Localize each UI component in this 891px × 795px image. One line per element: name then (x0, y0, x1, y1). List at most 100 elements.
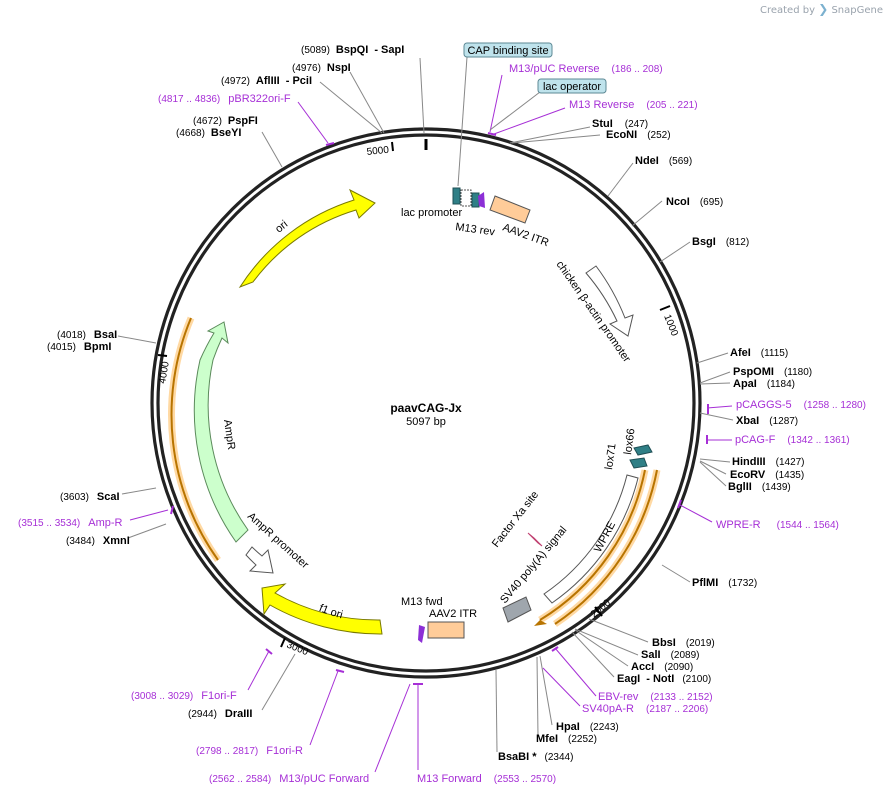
site-scai[interactable]: (3603)ScaI (60, 491, 120, 503)
box-lac-operator[interactable] (537, 78, 607, 94)
site-stui[interactable]: StuI(247) (592, 118, 648, 130)
primer-marks (265, 132, 709, 685)
site-nspi[interactable]: (4976)NspI (292, 62, 351, 74)
site-draiii[interactable]: (2944)DraIII (188, 708, 252, 720)
feature-ampr[interactable] (193, 321, 249, 543)
pmark-pbr322 (325, 142, 335, 146)
primer-wpre-r[interactable]: WPRE-R(1544 .. 1564) (716, 519, 839, 531)
primer-amp-r[interactable]: (3515 .. 3534)Amp-R (18, 517, 123, 529)
feature-sv40-polya[interactable] (502, 596, 532, 623)
leader-hpai (539, 655, 553, 726)
tick-label-1000: 1000 (661, 313, 680, 338)
pleader-sv40pa-r (542, 667, 581, 707)
box-cap-binding-site[interactable] (463, 42, 553, 58)
primer-mark-amp-r (170, 505, 174, 515)
leader-bsgi (659, 241, 691, 263)
pleader-wpre-r (679, 504, 713, 523)
feature-ampr-promoter[interactable] (245, 546, 274, 574)
feature-label-factor-xa: Factor Xa site (490, 489, 541, 550)
feature-wpre[interactable] (543, 474, 639, 604)
leader-afei (696, 352, 729, 364)
site-xmni[interactable]: (3484)XmnI (66, 535, 130, 547)
site-bsai[interactable]: (4018)BsaI (57, 329, 117, 341)
feature-f1-ori[interactable] (261, 583, 383, 635)
leader-hindiii (699, 458, 731, 463)
site-afliii[interactable]: (4972)AflIII- PciI (221, 75, 312, 87)
site-pspfi[interactable]: (4672)PspFI (193, 115, 258, 127)
leader-pflmi (661, 564, 691, 583)
primer-f1ori-r[interactable]: (2798 .. 2817)F1ori-R (196, 745, 303, 757)
leader-stui (509, 126, 591, 144)
label-cap-binding-site: CAP binding site (467, 45, 548, 57)
primer-m13puc-forward[interactable]: (2562 .. 2584)M13/pUC Forward (209, 773, 369, 785)
site-ecorv[interactable]: EcoRV(1435) (730, 469, 804, 481)
site-sali[interactable]: SalI(2089) (641, 649, 699, 661)
leader-sali (574, 628, 639, 656)
site-apai[interactable]: ApaI(1184) (733, 378, 795, 390)
leader-nspi (349, 71, 385, 134)
site-bpmi[interactable]: (4015)BpmI (47, 341, 111, 353)
leader-cap (457, 56, 468, 187)
feature-lox71[interactable] (629, 457, 648, 469)
tick-5000 (391, 141, 394, 152)
leader-scai (121, 487, 157, 495)
site-ncoi[interactable]: NcoI(695) (666, 196, 723, 208)
feature-lox66[interactable] (633, 444, 653, 456)
feature-aav2-itr-top[interactable] (489, 195, 531, 224)
feature-chicken-actin-promoter[interactable] (585, 265, 634, 337)
site-ndei[interactable]: NdeI(569) (635, 155, 692, 167)
site-bbsi[interactable]: BbsI(2019) (652, 637, 715, 649)
primer-pcag-f[interactable]: pCAG-F(1342 .. 1361) (735, 434, 850, 446)
leader-bspqi (419, 57, 425, 134)
feature-lac-operator[interactable] (471, 192, 480, 208)
feature-label-m13-rev: M13 rev (455, 221, 497, 238)
site-hindiii[interactable]: HindIII(1427) (732, 456, 805, 468)
site-pspomi[interactable]: PspOMI(1180) (733, 366, 812, 378)
feature-factor-xa[interactable] (527, 532, 543, 547)
feature-cap-site[interactable] (452, 187, 461, 205)
leader-bglii (699, 461, 727, 487)
feature-m13-fwd[interactable] (418, 625, 425, 643)
site-econi[interactable]: EcoNI(252) (606, 129, 671, 141)
pmark-ebv (551, 646, 559, 652)
feature-aav2-itr-bottom[interactable] (427, 621, 465, 639)
site-bsabi[interactable]: BsaBI *(2344) (498, 751, 573, 763)
plasmid-length: 5097 bp (406, 416, 446, 428)
site-bsgi[interactable]: BsgI(812) (692, 236, 749, 248)
site-eagi[interactable]: EagI- NotI(2100) (617, 673, 711, 685)
feature-label-lox66: lox66 (622, 428, 638, 456)
pleader-m13puc-fwd (374, 683, 411, 773)
primer-pbr322ori-f[interactable]: (4817 .. 4836)pBR322ori-F (158, 93, 291, 105)
feature-m13-rev[interactable] (478, 192, 485, 208)
primer-sv40pa-r[interactable]: SV40pA-R(2187 .. 2206) (582, 703, 708, 715)
site-acci[interactable]: AccI(2090) (631, 661, 693, 673)
primer-m13-forward[interactable]: M13 Forward(2553 .. 2570) (417, 773, 556, 785)
primer-ebv-rev[interactable]: EBV-rev(2133 .. 2152) (598, 691, 713, 703)
feature-label-aav2-itr-bottom: AAV2 ITR (429, 608, 477, 620)
pleader-m13puc-rev (489, 74, 503, 133)
site-hpai[interactable]: HpaI(2243) (556, 721, 619, 733)
leader-pspomi (699, 371, 731, 384)
primer-m13-reverse[interactable]: M13 Reverse(205 .. 221) (569, 99, 698, 111)
feature-label-lac-promoter: lac promoter (401, 207, 462, 219)
leader-apai (699, 382, 731, 385)
tick-label-4000: 4000 (157, 360, 172, 384)
site-pflmi[interactable]: PflMI(1732) (692, 577, 757, 589)
site-xbai[interactable]: XbaI(1287) (736, 415, 798, 427)
feature-ori[interactable] (238, 188, 376, 289)
feature-lac-promoter[interactable] (460, 189, 472, 207)
primer-m13puc-reverse[interactable]: M13/pUC Reverse(186 .. 208) (509, 63, 663, 75)
primer-f1ori-f[interactable]: (3008 .. 3029)F1ori-F (131, 690, 237, 702)
site-bspqi[interactable]: (5089)BspQI- SapI (301, 44, 404, 56)
site-mfei[interactable]: MfeI(2252) (536, 733, 597, 745)
site-bseyi[interactable]: (4668)BseYI (176, 127, 241, 139)
snapgene-brand: Created by ❯ SnapGene (760, 2, 883, 16)
leader-ncoi (631, 200, 663, 227)
site-bglii[interactable]: BglII(1439) (728, 481, 791, 493)
primer-pcaggs-5[interactable]: pCAGGS-5(1258 .. 1280) (736, 399, 866, 411)
site-afei[interactable]: AfeI(1115) (730, 347, 788, 359)
label-lac-operator: lac operator (543, 81, 601, 93)
feature-wpre-arc-outer (554, 469, 658, 625)
leader-lac-operator (489, 91, 541, 131)
